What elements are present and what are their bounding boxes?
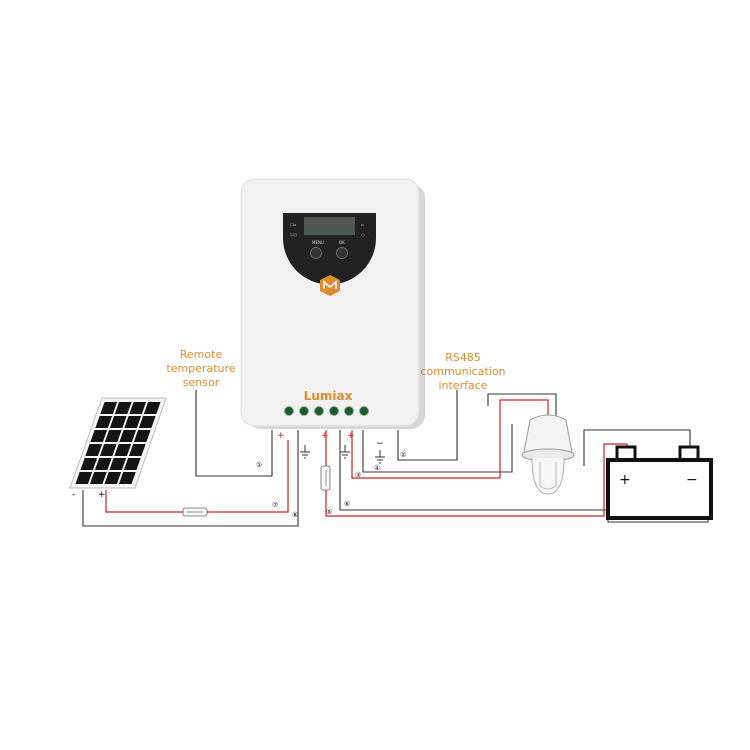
solar-cell bbox=[128, 444, 146, 456]
lcd-screen bbox=[304, 217, 355, 235]
wire-load-positive bbox=[351, 399, 549, 479]
lcd-indicator-right-top: ▫ bbox=[361, 222, 364, 227]
solar-plus-label: + bbox=[98, 490, 106, 500]
solar-cell bbox=[99, 444, 117, 456]
lcd-indicator-left-top: ☐▫ bbox=[290, 222, 297, 227]
battery-icon: + − bbox=[606, 445, 713, 520]
wire-solar-negative bbox=[82, 430, 299, 527]
wire-rs485 bbox=[397, 390, 458, 461]
terminal-number-3: ③ bbox=[355, 471, 361, 479]
solar-cell bbox=[114, 444, 132, 456]
battery-plus-label: + bbox=[619, 472, 631, 488]
terminal-number-1: ① bbox=[256, 461, 262, 469]
menu-label: MENU bbox=[312, 240, 324, 245]
lumiax-logo-icon bbox=[320, 275, 340, 296]
solar-cell bbox=[104, 472, 122, 484]
menu-button[interactable] bbox=[310, 247, 322, 259]
svg-text:interface: interface bbox=[438, 379, 487, 392]
battery-minus-label: − bbox=[686, 472, 698, 488]
solar-cell bbox=[89, 472, 107, 484]
wire-battery-link-top bbox=[583, 429, 691, 466]
solar-cell bbox=[75, 472, 93, 484]
solar-cell bbox=[123, 458, 141, 470]
lamp-icon bbox=[521, 414, 575, 495]
terminal-numbers: ① ② ③ ④ ⑤ ⑥ ⑦ ⑧ bbox=[256, 451, 406, 519]
wire-temp-sensor bbox=[195, 390, 273, 477]
terminal-number-8: ⑧ bbox=[292, 511, 298, 519]
solar-cell bbox=[133, 430, 151, 442]
solar-panel: - + bbox=[69, 397, 167, 500]
ok-label: OK bbox=[339, 240, 345, 245]
solar-cells bbox=[75, 402, 161, 484]
terminal-number-4: ④ bbox=[374, 464, 380, 472]
wire-battery-positive bbox=[325, 430, 628, 517]
terminal-plus-load: + bbox=[347, 431, 355, 441]
status-leds bbox=[284, 406, 369, 416]
svg-text:communication: communication bbox=[420, 365, 505, 378]
rs485-label: RS485 communication interface bbox=[420, 351, 505, 392]
terminal-number-6: ⑥ bbox=[344, 500, 350, 508]
terminal-plus-pv: + bbox=[277, 431, 285, 441]
solar-cell bbox=[124, 416, 142, 428]
wire-load-top bbox=[487, 393, 557, 420]
solar-cell bbox=[129, 402, 147, 414]
solar-cell bbox=[119, 430, 137, 442]
charge-controller: ☐▫ ☐○ ▫ ○ MENU OK Lumiax bbox=[240, 178, 425, 429]
solar-cell bbox=[114, 402, 132, 414]
solar-cell bbox=[80, 458, 98, 470]
solar-cell bbox=[118, 472, 136, 484]
terminal-plus-bat: + bbox=[321, 431, 329, 441]
solar-cell bbox=[109, 458, 127, 470]
wire-solar-positive bbox=[105, 440, 289, 513]
terminal-number-2: ② bbox=[400, 451, 406, 459]
lcd-indicator-left-bottom: ☐○ bbox=[290, 232, 298, 237]
solar-cell bbox=[104, 430, 122, 442]
svg-text:Remote: Remote bbox=[180, 348, 223, 361]
temp-sensor-label: Remote temperature sensor bbox=[166, 348, 235, 389]
solar-cell bbox=[109, 416, 127, 428]
solar-cell bbox=[85, 444, 103, 456]
lcd-indicator-right-bottom: ○ bbox=[361, 232, 365, 237]
ok-button[interactable] bbox=[336, 247, 348, 259]
solar-cell bbox=[138, 416, 156, 428]
svg-text:sensor: sensor bbox=[183, 376, 220, 389]
solar-cell bbox=[100, 402, 118, 414]
solar-cell bbox=[95, 416, 113, 428]
wire-load-negative bbox=[362, 424, 513, 473]
terminal-minus-load: − bbox=[376, 439, 384, 449]
ground-symbol bbox=[300, 445, 385, 464]
solar-minus-label: - bbox=[72, 490, 75, 500]
solar-cell bbox=[143, 402, 161, 414]
terminal-number-5: ⑤ bbox=[326, 508, 332, 516]
brand-name: Lumiax bbox=[304, 389, 353, 403]
terminal-number-7: ⑦ bbox=[272, 501, 278, 509]
svg-text:RS485: RS485 bbox=[445, 351, 481, 364]
solar-cell bbox=[94, 458, 112, 470]
svg-text:temperature: temperature bbox=[166, 362, 235, 375]
solar-cell bbox=[90, 430, 108, 442]
